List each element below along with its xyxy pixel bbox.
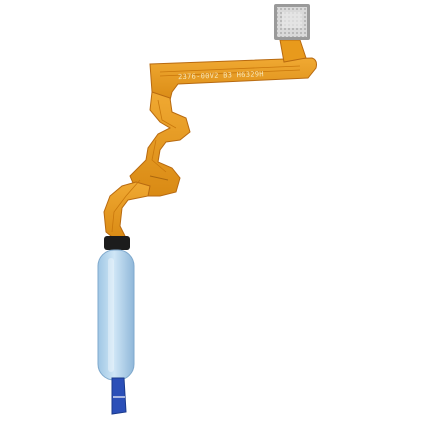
flex-left-drop: [129, 91, 191, 197]
flex-chip-neck: [279, 39, 307, 63]
flex-lower-bend: [103, 181, 151, 241]
flex-upper-band: [149, 57, 317, 103]
button-collar: [104, 236, 130, 250]
flex-print-label: 2376-00V2 B3 H6329H: [178, 70, 264, 81]
tail-connector: [111, 377, 127, 415]
flex-ribbon: 2376-00V2 B3 H6329H: [103, 39, 317, 241]
sensor-chip: [274, 4, 310, 40]
fingerprint-button: [97, 249, 135, 381]
